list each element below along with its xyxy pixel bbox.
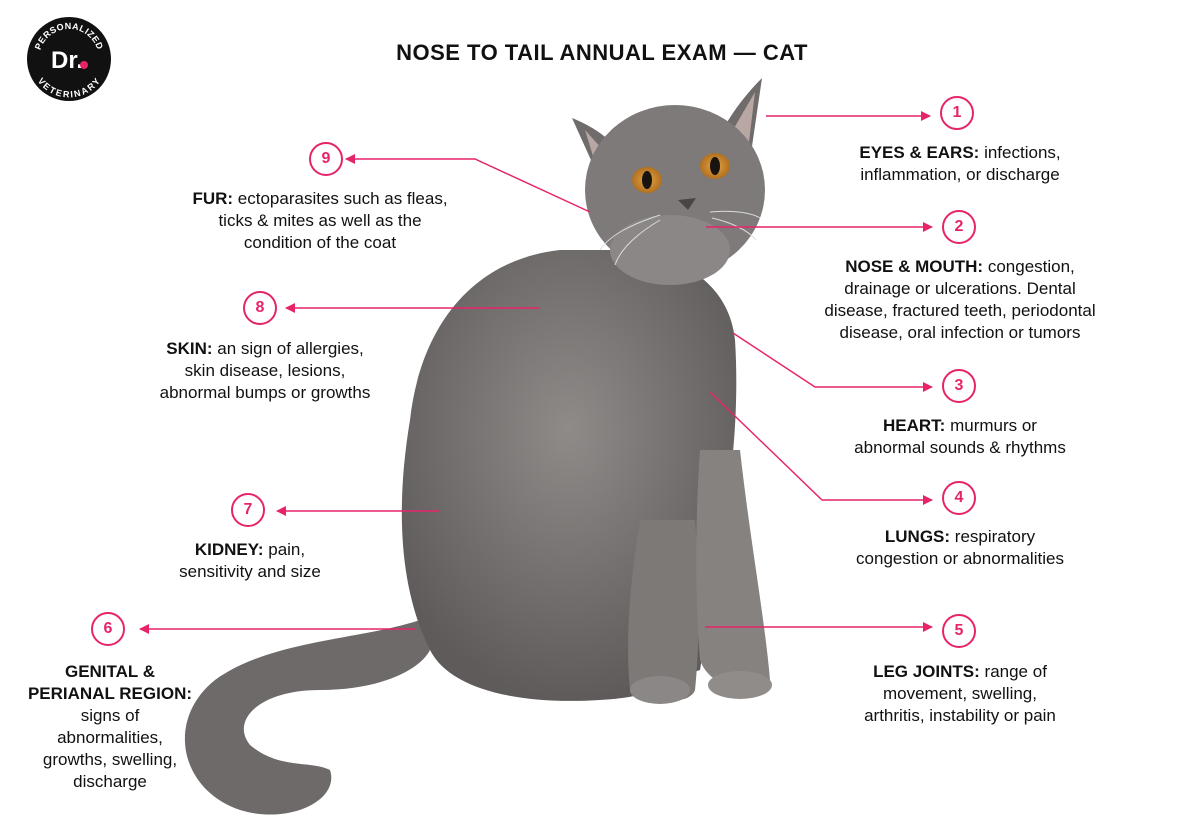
personalized-veterinary-logo: PERSONALIZED VETERINARY Dr. bbox=[27, 17, 111, 101]
caption-lungs: LUNGS: respiratory congestion or abnorma… bbox=[856, 527, 1064, 568]
badge-5: 5 bbox=[942, 614, 976, 648]
caption-head: EYES & EARS: bbox=[859, 143, 980, 162]
caption-head: LUNGS: bbox=[884, 527, 951, 546]
caption-head: KIDNEY: bbox=[194, 540, 264, 559]
badge-9: 9 bbox=[309, 142, 343, 176]
badge-8: 8 bbox=[243, 291, 277, 325]
badge-3: 3 bbox=[942, 369, 976, 403]
caption-kidney: KIDNEY: pain, sensitivity and size bbox=[179, 540, 321, 581]
badge-6: 6 bbox=[91, 612, 125, 646]
cat-tail bbox=[184, 620, 430, 815]
cat-front-leg-right bbox=[696, 450, 770, 691]
caption-head: GENITAL & bbox=[64, 662, 156, 681]
badge-1: 1 bbox=[940, 96, 974, 130]
cat-front-leg-left bbox=[628, 520, 699, 702]
caption-head: HEART: bbox=[883, 416, 946, 435]
page-title: NOSE TO TAIL ANNUAL EXAM — CAT bbox=[396, 40, 808, 65]
logo-mark: Dr. bbox=[51, 47, 83, 74]
badge-7: 7 bbox=[231, 493, 265, 527]
caption-head: NOSE & MOUTH: bbox=[845, 257, 984, 276]
caption-leg-joints: LEG JOINTS: range of movement, swelling,… bbox=[864, 662, 1056, 725]
badge-2: 2 bbox=[942, 210, 976, 244]
caption-genital-perianal: GENITAL & PERIANAL REGION: signs of abno… bbox=[27, 662, 193, 791]
caption-fur: FUR: ectoparasites such as fleas, ticks … bbox=[192, 189, 448, 252]
logo-dot-icon bbox=[80, 61, 88, 69]
caption-eyes-ears: EYES & EARS: infections, inflammation, o… bbox=[859, 143, 1061, 184]
caption-head: SKIN: bbox=[166, 339, 213, 358]
caption-heart: HEART: murmurs or abnormal sounds & rhyt… bbox=[854, 416, 1066, 457]
cat-nose bbox=[678, 198, 696, 210]
caption-head: FUR: bbox=[192, 189, 234, 208]
badge-4: 4 bbox=[942, 481, 976, 515]
caption-head: LEG JOINTS: bbox=[873, 662, 980, 681]
caption-head-2: PERIANAL REGION: bbox=[27, 684, 193, 703]
caption-skin: SKIN: an sign of allergies, skin disease… bbox=[159, 339, 371, 402]
caption-nose-mouth: NOSE & MOUTH: congestion, drainage or ul… bbox=[824, 257, 1096, 342]
